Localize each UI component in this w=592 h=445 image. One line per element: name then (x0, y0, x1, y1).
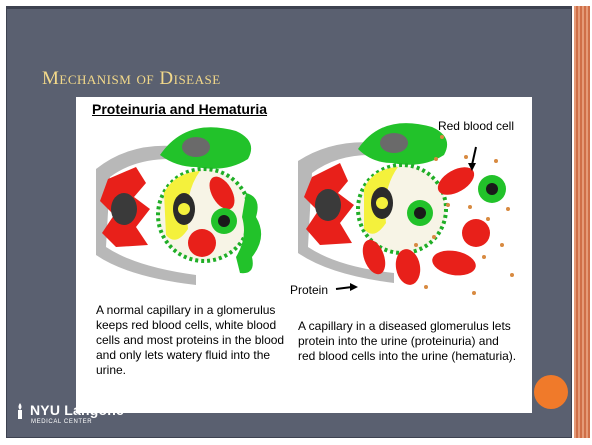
nyu-langone-logo: NYU Langone MEDICAL CENTER (14, 402, 124, 420)
decorative-stripe (574, 6, 590, 438)
protein-label: Protein (290, 283, 328, 297)
top-rule (6, 6, 572, 9)
normal-capillary-diagram (96, 127, 261, 285)
accent-circle (534, 375, 568, 409)
logo-name: NYU Langone (30, 402, 124, 418)
normal-caption: A normal capillary in a glomerulus keeps… (96, 303, 286, 378)
slide-title: Mechanism of Disease (42, 68, 221, 90)
torch-icon (14, 402, 26, 420)
figure-panel: Proteinuria and Hematuria Red blood cell… (76, 97, 532, 413)
figure-heading: Proteinuria and Hematuria (92, 101, 267, 117)
diseased-capillary-diagram (298, 123, 514, 295)
logo-subtitle: MEDICAL CENTER (31, 419, 92, 425)
diseased-caption: A capillary in a diseased glomerulus let… (298, 319, 518, 364)
red-blood-cell-label: Red blood cell (436, 119, 516, 133)
